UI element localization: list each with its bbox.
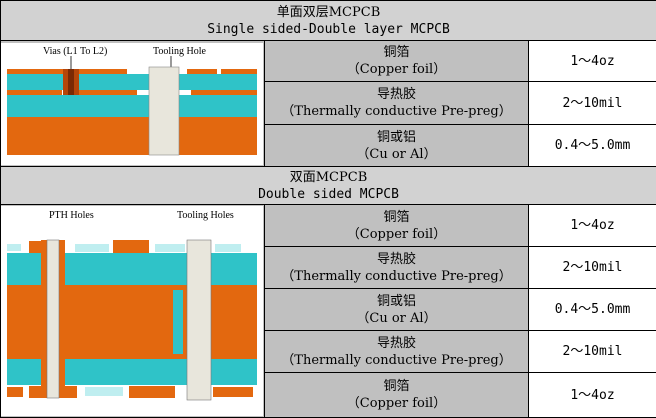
double-row-4-name-en: （Thermally conductive Pre-preg） [265,352,528,369]
double-row-5-name: 铜箔 （Copper foil） [265,373,529,418]
tooling-hole [149,67,179,155]
double-row-4-value: 2～10mil [529,331,656,373]
single-row-2-name: 导热胶 （Thermally conductive Pre-preg） [265,82,529,125]
single-row-3-name: 铜或铝 （Cu or Al） [265,125,529,167]
top-copper-trace [221,69,257,74]
double-row-1-name-cn: 铜箔 [265,209,528,226]
double-sided-title-cn: 双面MCPCB [1,169,656,186]
single-row-3-name-en: （Cu or Al） [265,146,528,163]
double-row-5-value: 1～4oz [529,373,656,418]
single-sided-diagram-cell: Vias (L1 To L2) Tooling Hole [1,41,265,167]
solder-pad [85,387,123,396]
tooling-hole [187,240,211,400]
vias-label: Vias (L1 To L2) [43,46,107,57]
single-row-2-value: 2～10mil [529,82,656,125]
double-row-4-name-cn: 导热胶 [265,335,528,352]
inner-copper-trace [7,90,62,95]
double-row-1-name-en: （Copper foil） [265,226,528,243]
prepreg-layer [7,95,257,117]
double-row-3-name-en: （Cu or Al） [265,310,528,327]
solder-pad [7,244,21,251]
top-copper-trace [113,240,149,253]
top-copper-trace [77,69,127,74]
single-sided-title-cn: 单面双层MCPCB [1,4,656,21]
double-row-1-value: 1～4oz [529,205,656,247]
double-row-5-name-en: （Copper foil） [265,395,528,412]
solder-pad [75,244,109,252]
double-sided-diagram-cell: PTH Holes Tooling Holes [1,205,265,418]
pth-hole [47,240,59,398]
inner-copper-trace [191,90,257,95]
single-row-2-name-en: （Thermally conductive Pre-preg） [265,103,528,120]
double-row-2-value: 2～10mil [529,247,656,289]
top-copper-trace [187,69,217,74]
single-row-1-name-en: （Copper foil） [265,61,528,78]
double-row-3-name-cn: 铜或铝 [265,293,528,310]
solder-pad [155,244,185,252]
solder-pad [215,244,241,252]
prepreg-layer [7,74,257,90]
top-copper-trace [7,69,63,74]
via-core [68,69,74,95]
single-sided-header: 单面双层MCPCB Single sided-Double layer MCPC… [1,1,656,41]
bottom-copper-trace [213,387,253,397]
single-sided-stackup-diagram: Vias (L1 To L2) Tooling Hole [1,43,263,165]
tooling-hole-label: Tooling Hole [153,46,206,57]
single-row-1-name-cn: 铜箔 [265,44,528,61]
pth-holes-label: PTH Holes [49,210,94,221]
single-row-3-name-cn: 铜或铝 [265,129,528,146]
metal-base [7,117,257,155]
single-row-3-value: 0.4～5.0mm [529,125,656,167]
core-isolation [173,290,183,354]
single-sided-title-en: Single sided-Double layer MCPCB [1,21,656,38]
double-row-1-name: 铜箔 （Copper foil） [265,205,529,247]
double-row-3-value: 0.4～5.0mm [529,289,656,331]
tooling-holes-label: Tooling Holes [177,210,234,221]
double-sided-title-en: Double sided MCPCB [1,186,656,203]
single-row-1-name: 铜箔 （Copper foil） [265,41,529,82]
single-row-1-value: 1～4oz [529,41,656,82]
double-row-2-name-en: （Thermally conductive Pre-preg） [265,268,528,285]
double-row-4-name: 导热胶 （Thermally conductive Pre-preg） [265,331,529,373]
bottom-copper-trace [129,386,175,398]
double-row-2-name: 导热胶 （Thermally conductive Pre-preg） [265,247,529,289]
double-sided-header: 双面MCPCB Double sided MCPCB [1,167,656,205]
double-row-3-name: 铜或铝 （Cu or Al） [265,289,529,331]
bottom-copper-trace [7,387,23,397]
inner-copper-trace [79,90,137,95]
double-sided-stackup-diagram: PTH Holes Tooling Holes [1,206,263,416]
single-row-2-name-cn: 导热胶 [265,86,528,103]
double-row-2-name-cn: 导热胶 [265,251,528,268]
double-row-5-name-cn: 铜箔 [265,378,528,395]
